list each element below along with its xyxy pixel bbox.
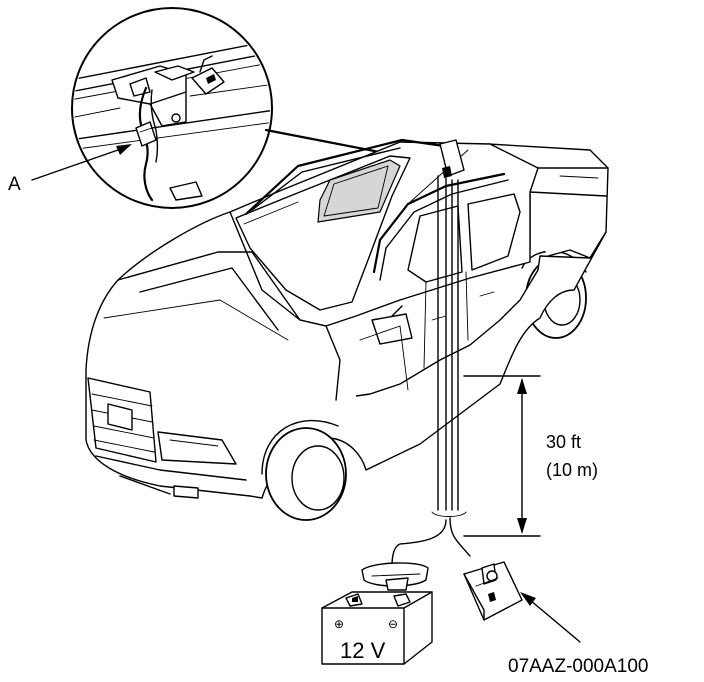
tester-unit: [463, 561, 523, 621]
part-number-leader: [529, 599, 581, 643]
callout-a-label: A: [8, 174, 21, 195]
callout-a-leader: [31, 149, 119, 181]
svg-text:⊖: ⊖: [388, 617, 398, 631]
test-cable: [391, 175, 471, 567]
battery-voltage-label: 12 V: [340, 638, 386, 663]
part-number-label: 07AAZ-000A100: [508, 656, 649, 677]
distance-ft-label: 30 ft: [546, 432, 581, 452]
battery-12v: ⊕ ⊖: [321, 591, 433, 665]
dimension-indicator: [463, 375, 541, 537]
svg-text:⊕: ⊕: [334, 617, 344, 631]
distance-m-label: (10 m): [546, 460, 598, 480]
detail-inset: [71, 7, 273, 209]
pickup-truck: [85, 138, 609, 521]
battery-clip: [361, 562, 429, 591]
